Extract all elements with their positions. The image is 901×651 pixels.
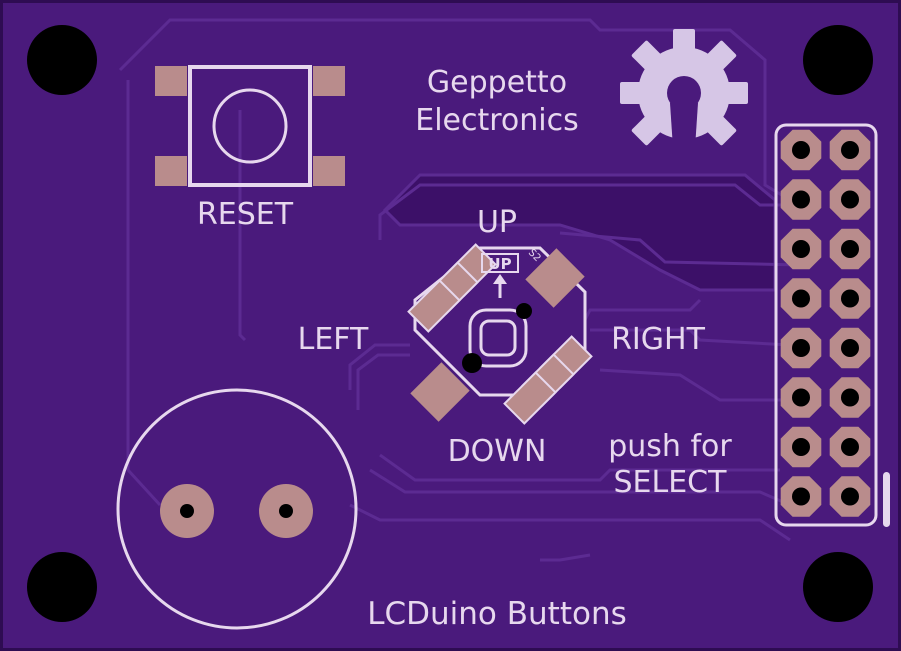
- joystick-pads-lower-right: [503, 335, 593, 425]
- reset-switch[interactable]: [155, 65, 345, 187]
- reset-pad-tr: [313, 66, 345, 96]
- down-label: DOWN: [448, 434, 547, 469]
- reset-pad-tl: [155, 66, 187, 96]
- mounting-holes: [27, 25, 873, 622]
- pin-header: [774, 123, 878, 527]
- joystick-actuator-inner: [479, 319, 517, 357]
- header-pin-drill: [841, 339, 859, 357]
- right-label: RIGHT: [611, 322, 705, 357]
- header-pin-drill: [792, 190, 810, 209]
- joystick-actuator-outer: [468, 308, 528, 368]
- header-pin-drill: [792, 388, 810, 407]
- joystick-up-marker: UP: [488, 255, 511, 273]
- buzzer: [116, 388, 358, 630]
- mounting-hole-bottom-left: [27, 552, 97, 622]
- buzzer-outline: [116, 388, 358, 630]
- joystick-up-marker-box: [481, 253, 519, 273]
- board-title: LCDuino Buttons: [367, 596, 627, 632]
- company-name-line1: Geppetto: [427, 65, 567, 100]
- mounting-hole-bottom-right: [803, 552, 873, 622]
- pin-header-outline: [774, 123, 878, 527]
- reset-label: RESET: [197, 197, 294, 232]
- reset-pad-br: [313, 156, 345, 186]
- reset-pad-bl: [155, 156, 187, 186]
- buzzer-drill-right: [279, 504, 293, 518]
- header-pin-drill: [841, 240, 859, 258]
- joystick-pad-upper-right: [525, 248, 585, 308]
- header-pin-drill: [792, 487, 810, 506]
- header-pin-drill: [841, 141, 859, 159]
- select-label-line1: push for: [608, 429, 732, 464]
- header-pin-drill: [841, 190, 859, 209]
- up-label: UP: [477, 205, 517, 240]
- header-pin-drill: [792, 240, 810, 258]
- header-pin-drill: [841, 438, 859, 456]
- header-pin-drill: [792, 289, 810, 308]
- mounting-hole-top-left: [27, 25, 97, 95]
- joystick-switch[interactable]: UP S2: [407, 243, 593, 425]
- copper-traces: [118, 18, 801, 562]
- mounting-hole-top-right: [803, 25, 873, 95]
- reset-switch-outline: [188, 65, 312, 187]
- joystick-hole-2: [462, 353, 482, 373]
- header-pin-drill: [792, 141, 810, 159]
- company-name-line2: Electronics: [415, 103, 579, 138]
- header-pin-drill: [792, 339, 810, 357]
- header-pin-drill: [841, 487, 859, 506]
- joystick-up-arrow-head: [493, 274, 507, 284]
- header-pin1-marker: [883, 472, 890, 527]
- open-hardware-gear-icon: [620, 29, 748, 163]
- joystick-hole-1: [516, 303, 532, 319]
- select-label-line2: SELECT: [614, 465, 728, 500]
- header-pin-drill: [841, 388, 859, 407]
- header-pin-drill: [792, 438, 810, 456]
- left-label: LEFT: [298, 322, 369, 357]
- reset-switch-actuator: [212, 88, 288, 164]
- buzzer-drill-left: [180, 504, 194, 518]
- joystick-pad-lower-left: [410, 362, 470, 422]
- header-pin-drill: [841, 289, 859, 308]
